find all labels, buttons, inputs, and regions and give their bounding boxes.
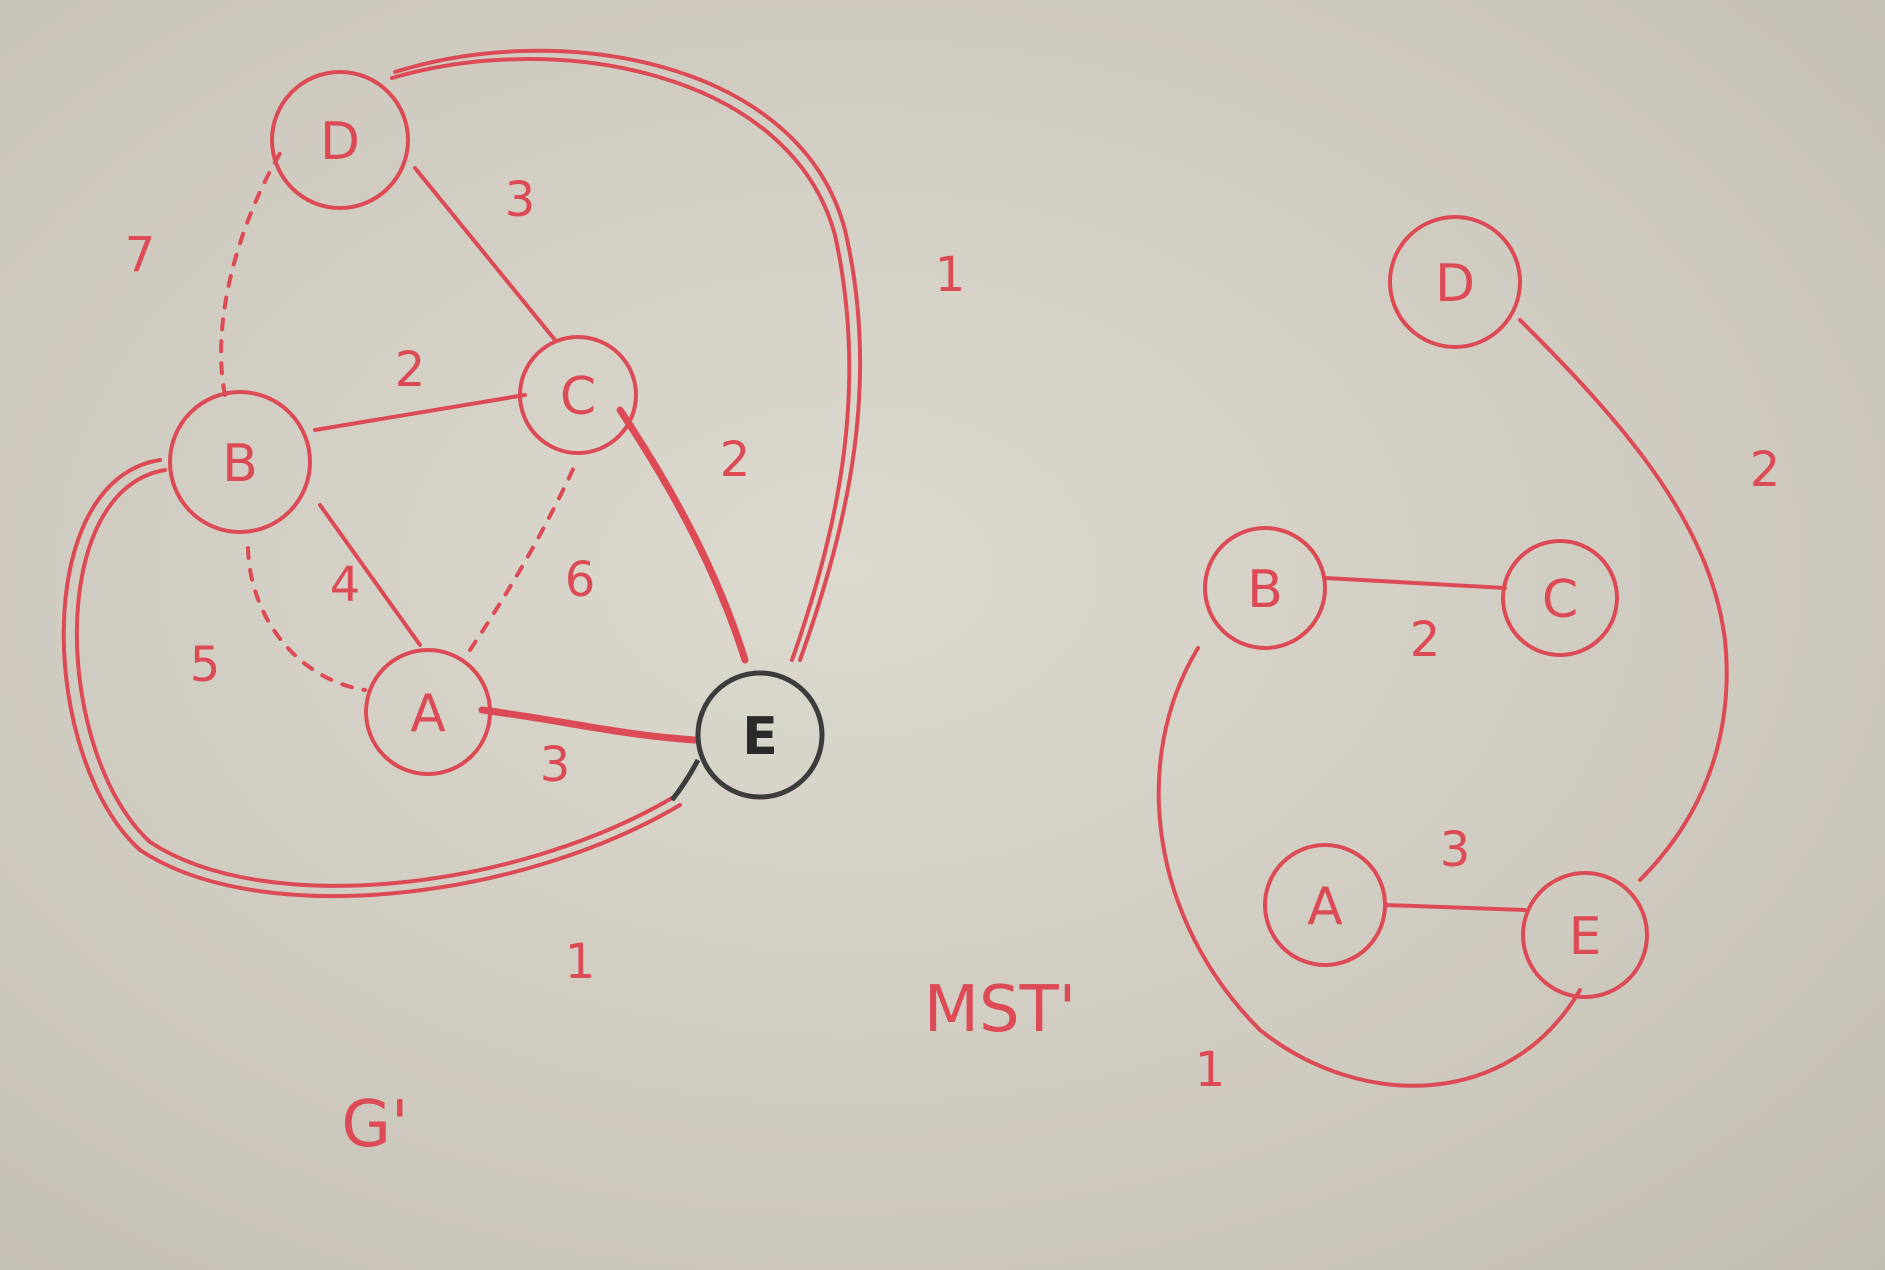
mst-edge-d-e — [1518, 318, 1729, 882]
mst-node-e: E — [1521, 871, 1649, 999]
node-e: E — [670, 670, 825, 802]
node-a-label: A — [410, 684, 446, 744]
edge-a-b-4 — [318, 503, 422, 647]
mst-node-c: C — [1501, 539, 1619, 657]
mst-node-e-label: E — [1569, 907, 1602, 967]
mst-node-b: B — [1203, 526, 1327, 650]
mst-node-d: D — [1388, 215, 1522, 349]
node-c-label: C — [560, 367, 596, 427]
weight-c-d: 3 — [505, 172, 536, 228]
mst-node-d-label: D — [1435, 254, 1475, 314]
graph-mst: MST' D B C A E 2 3 2 1 — [924, 215, 1781, 1098]
node-c: C — [518, 335, 638, 455]
weight-a-c: 6 — [565, 552, 596, 608]
weight-a-b-5: 5 — [190, 637, 221, 693]
edge-a-e-3 — [478, 706, 699, 744]
mst-weight-b-c: 2 — [1410, 612, 1441, 668]
node-d-label: D — [320, 112, 360, 172]
mst-weight-a-e: 3 — [1440, 822, 1471, 878]
node-e-label: E — [742, 707, 778, 767]
graph-g-title: G' — [341, 1088, 408, 1162]
mst-edge-b-c — [1323, 576, 1507, 590]
mst-weight-b-e: 1 — [1195, 1042, 1226, 1098]
weight-a-e: 3 — [540, 737, 571, 793]
node-a: A — [364, 648, 492, 776]
weight-b-e: 1 — [565, 934, 596, 990]
edge-b-e-1 — [61, 458, 682, 899]
mst-edge-b-e — [1156, 646, 1582, 1088]
node-d: D — [270, 70, 410, 210]
edge-b-e-1-retrace — [74, 468, 674, 888]
edge-b-d-7 — [219, 148, 284, 397]
graph-g: D B C A E 3 2 7 1 4 5 6 2 3 1 G' — [61, 48, 966, 1162]
edge-d-e-1 — [393, 48, 863, 662]
weight-a-b-4: 4 — [330, 557, 361, 613]
edge-a-b-5 — [246, 546, 367, 692]
weight-c-e: 2 — [720, 432, 751, 488]
mst-edge-a-e — [1383, 903, 1527, 912]
weight-d-e: 1 — [935, 247, 966, 303]
edge-c-e-2 — [616, 406, 749, 664]
mst-node-b-label: B — [1247, 560, 1283, 620]
mst-node-c-label: C — [1542, 570, 1578, 630]
edge-d-e-1-retrace — [390, 57, 852, 662]
mst-node-a: A — [1263, 843, 1387, 967]
mst-title: MST' — [924, 973, 1077, 1047]
weight-b-c: 2 — [395, 342, 426, 398]
node-b-label: B — [222, 434, 258, 494]
edge-b-c-2 — [313, 393, 527, 432]
mst-node-a-label: A — [1307, 877, 1343, 937]
weight-b-d: 7 — [125, 227, 156, 283]
mst-weight-d-e: 2 — [1750, 442, 1781, 498]
node-b: B — [168, 390, 312, 534]
edge-c-d-3 — [413, 166, 557, 342]
edge-a-c-6 — [468, 463, 577, 652]
